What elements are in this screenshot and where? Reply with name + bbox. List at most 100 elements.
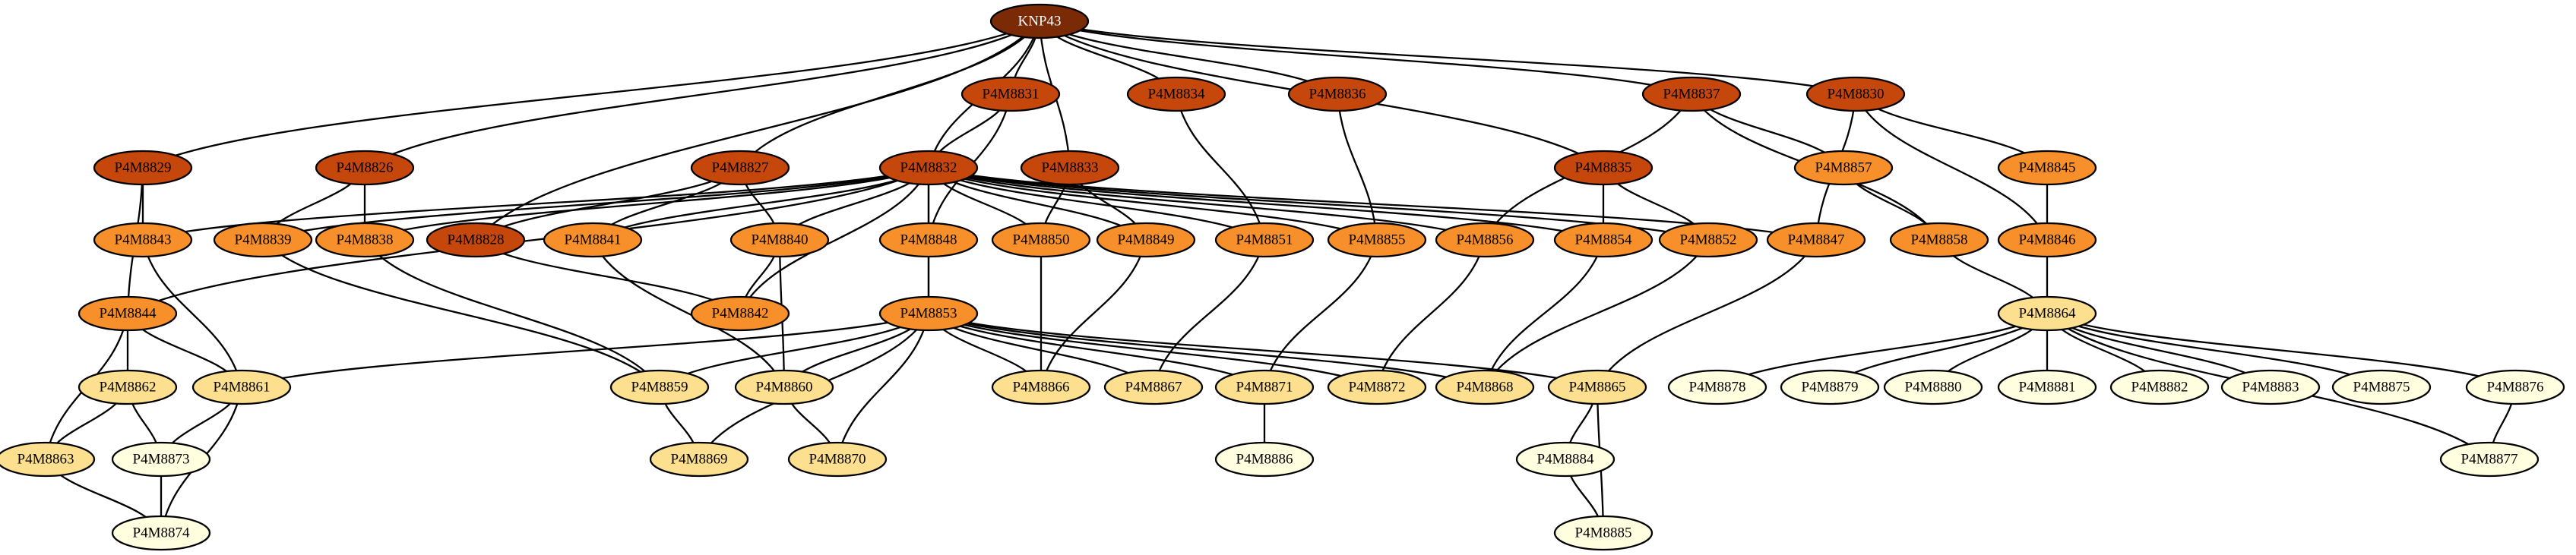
- node-shape: [649, 441, 749, 478]
- node-p4m8833[interactable]: P4M8833: [1020, 150, 1120, 186]
- node-p4m8863[interactable]: P4M8863: [0, 441, 96, 478]
- node-p4m8862[interactable]: P4M8862: [78, 369, 178, 405]
- node-p4m8861[interactable]: P4M8861: [191, 369, 292, 405]
- node-label: P4M8873: [133, 452, 190, 468]
- node-p4m8835[interactable]: P4M8835: [1553, 150, 1654, 186]
- node-p4m8855[interactable]: P4M8855: [1327, 222, 1427, 258]
- edge-p4m8864-p4m8876: [2046, 312, 2516, 389]
- node-p4m8830[interactable]: P4M8830: [1805, 76, 1906, 112]
- node-p4m8846[interactable]: P4M8846: [1997, 222, 2097, 258]
- node-p4m8840[interactable]: P4M8840: [729, 222, 830, 258]
- node-shape: [1553, 150, 1654, 186]
- node-p4m8874[interactable]: P4M8874: [111, 515, 211, 551]
- node-p4m8872[interactable]: P4M8872: [1327, 369, 1427, 405]
- node-p4m8881[interactable]: P4M8881: [1997, 369, 2097, 405]
- node-shape: [991, 222, 1091, 258]
- edge-p4m8834-p4m8851: [1175, 93, 1266, 241]
- node-label: P4M8835: [1575, 160, 1632, 176]
- node-shape: [1020, 150, 1120, 186]
- edge-p4m8853-p4m8872: [928, 312, 1378, 389]
- node-p4m8877[interactable]: P4M8877: [2439, 441, 2540, 478]
- node-label: P4M8848: [900, 232, 957, 248]
- edge-p4m8838-p4m8859: [364, 239, 660, 388]
- node-shape: [1667, 369, 1767, 405]
- node-p4m8837[interactable]: P4M8837: [1641, 76, 1742, 112]
- node-p4m8828[interactable]: P4M8828: [426, 222, 526, 258]
- node-label: P4M8872: [1349, 380, 1406, 396]
- node-p4m8864[interactable]: P4M8864: [1997, 295, 2097, 332]
- node-p4m8857[interactable]: P4M8857: [1793, 150, 1894, 186]
- node-label: P4M8882: [2131, 380, 2188, 396]
- node-p4m8865[interactable]: P4M8865: [1547, 369, 1647, 405]
- node-p4m8878[interactable]: P4M8878: [1667, 369, 1767, 405]
- node-label: P4M8870: [809, 452, 866, 468]
- node-p4m8847[interactable]: P4M8847: [1766, 222, 1866, 258]
- node-p4m8875[interactable]: P4M8875: [2331, 369, 2432, 405]
- node-label: P4M8829: [115, 160, 172, 176]
- node-p4m8860[interactable]: P4M8860: [734, 369, 834, 405]
- node-p4m8851[interactable]: P4M8851: [1214, 222, 1315, 258]
- node-p4m8841[interactable]: P4M8841: [543, 222, 643, 258]
- edge-p4m8839-p4m8859: [262, 239, 660, 388]
- node-p4m8876[interactable]: P4M8876: [2465, 369, 2565, 405]
- node-p4m8827[interactable]: P4M8827: [690, 150, 790, 186]
- node-label: P4M8885: [1575, 525, 1632, 541]
- node-p4m8854[interactable]: P4M8854: [1553, 222, 1654, 258]
- node-p4m8880[interactable]: P4M8880: [1883, 369, 1983, 405]
- node-p4m8843[interactable]: P4M8843: [93, 222, 193, 258]
- node-p4m8859[interactable]: P4M8859: [609, 369, 710, 405]
- node-p4m8832[interactable]: P4M8832: [878, 150, 979, 186]
- node-label: P4M8863: [17, 452, 74, 468]
- node-p4m8852[interactable]: P4M8852: [1658, 222, 1758, 258]
- node-label: P4M8860: [756, 380, 813, 396]
- node-label: P4M8832: [900, 160, 957, 176]
- node-p4m8842[interactable]: P4M8842: [690, 295, 790, 332]
- node-p4m8845[interactable]: P4M8845: [1997, 150, 2097, 186]
- node-p4m8858[interactable]: P4M8858: [1889, 222, 1989, 258]
- node-p4m8866[interactable]: P4M8866: [991, 369, 1091, 405]
- node-p4m8871[interactable]: P4M8871: [1214, 369, 1315, 405]
- node-p4m8856[interactable]: P4M8856: [1435, 222, 1535, 258]
- node-p4m8826[interactable]: P4M8826: [315, 150, 415, 186]
- node-p4m8873[interactable]: P4M8873: [111, 441, 211, 478]
- node-p4m8886[interactable]: P4M8886: [1214, 441, 1315, 478]
- node-p4m8848[interactable]: P4M8848: [878, 222, 979, 258]
- node-p4m8882[interactable]: P4M8882: [2109, 369, 2210, 405]
- node-label: P4M8878: [1689, 380, 1746, 396]
- node-p4m8868[interactable]: P4M8868: [1435, 369, 1535, 405]
- node-p4m8885[interactable]: P4M8885: [1553, 515, 1654, 551]
- node-p4m8836[interactable]: P4M8836: [1287, 76, 1388, 112]
- node-shape: [426, 222, 526, 258]
- node-shape: [1327, 369, 1427, 405]
- node-label: P4M8840: [752, 232, 809, 248]
- node-shape: [1327, 222, 1427, 258]
- node-shape: [1553, 222, 1654, 258]
- node-p4m8834[interactable]: P4M8834: [1126, 76, 1226, 112]
- node-p4m8884[interactable]: P4M8884: [1515, 441, 1616, 478]
- node-label: P4M8883: [2242, 380, 2299, 396]
- node-p4m8869[interactable]: P4M8869: [649, 441, 749, 478]
- node-label: P4M8875: [2353, 380, 2410, 396]
- node-p4m8838[interactable]: P4M8838: [315, 222, 415, 258]
- node-p4m8829[interactable]: P4M8829: [93, 150, 193, 186]
- node-label: P4M8876: [2487, 380, 2544, 396]
- node-p4m8883[interactable]: P4M8883: [2220, 369, 2321, 405]
- edge-knp43-p4m8828: [475, 20, 1040, 241]
- node-p4m8870[interactable]: P4M8870: [787, 441, 888, 478]
- node-shape: [2220, 369, 2321, 405]
- node-label: P4M8850: [1013, 232, 1070, 248]
- node-label: P4M8830: [1828, 87, 1885, 102]
- node-label: P4M8886: [1236, 452, 1293, 468]
- node-p4m8831[interactable]: P4M8831: [960, 76, 1061, 112]
- node-knp43[interactable]: KNP43: [989, 3, 1090, 39]
- node-label: P4M8837: [1663, 87, 1720, 102]
- node-p4m8850[interactable]: P4M8850: [991, 222, 1091, 258]
- node-p4m8849[interactable]: P4M8849: [1096, 222, 1196, 258]
- node-label: P4M8833: [1042, 160, 1099, 176]
- node-p4m8867[interactable]: P4M8867: [1103, 369, 1204, 405]
- node-p4m8879[interactable]: P4M8879: [1780, 369, 1880, 405]
- node-p4m8844[interactable]: P4M8844: [78, 295, 178, 332]
- node-p4m8839[interactable]: P4M8839: [213, 222, 313, 258]
- node-p4m8853[interactable]: P4M8853: [878, 295, 979, 332]
